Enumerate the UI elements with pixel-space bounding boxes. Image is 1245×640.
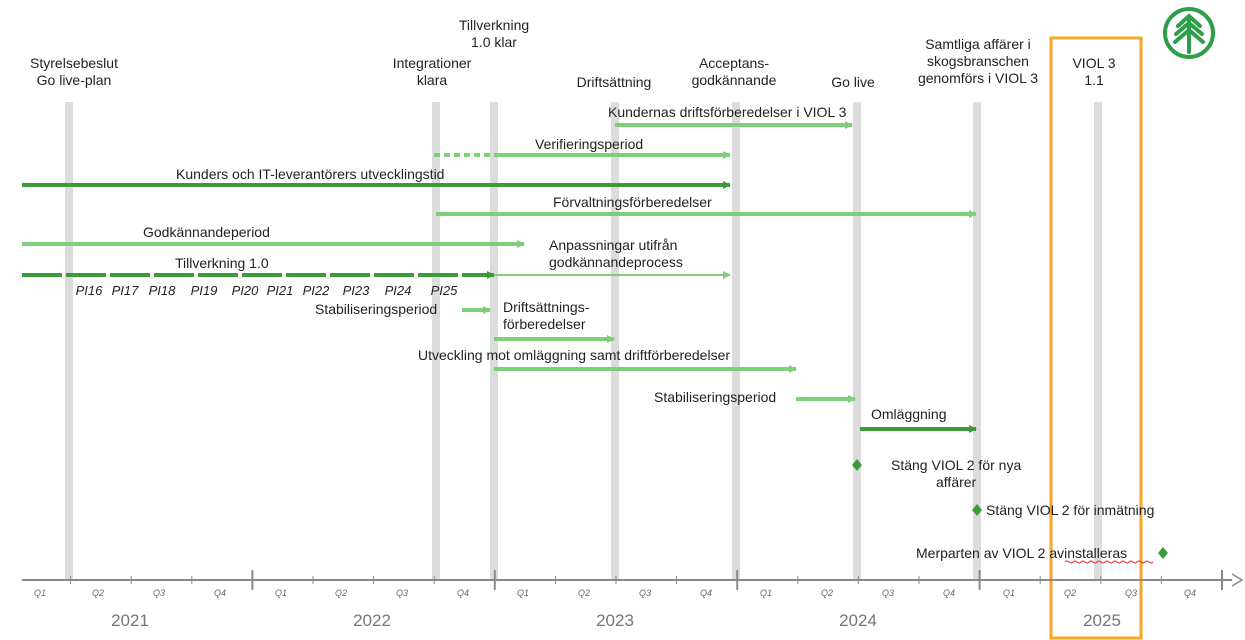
bar-label-stabilisering1: Stabiliseringsperiod xyxy=(315,301,438,317)
quarter-label: Q2 xyxy=(577,588,591,598)
quarter-label: Q1 xyxy=(33,588,47,598)
pi-label: PI17 xyxy=(111,283,139,298)
bar-label-stabilisering2: Stabiliseringsperiod xyxy=(654,389,777,405)
quarter-label: Q1 xyxy=(274,588,288,598)
bar-label-kundernas-driftsforberedelser: Kundernas driftsförberedelser i VIOL 3 xyxy=(608,104,847,120)
milestone-line-samtliga xyxy=(973,102,981,580)
bar-label-tillverkning10: Tillverkning 1.0 xyxy=(175,255,269,271)
quarter-label: Q2 xyxy=(820,588,834,598)
pi-label: PI18 xyxy=(148,283,176,298)
quarter-label: Q3 xyxy=(152,588,166,598)
tree-logo-icon xyxy=(1163,7,1215,59)
axis-arrowhead xyxy=(1231,573,1244,587)
event-label-stang-nya: Stäng VIOL 2 för nya affärer xyxy=(891,457,1022,490)
timeline-bars xyxy=(22,121,977,433)
year-label-2023: 2023 xyxy=(596,611,634,630)
quarter-label: Q3 xyxy=(395,588,409,598)
pi-label: PI23 xyxy=(342,283,370,298)
quarter-label: Q1 xyxy=(1002,588,1016,598)
year-label-2025: 2025 xyxy=(1083,611,1121,630)
pi-label: PI20 xyxy=(231,283,259,298)
bar-label-verifieringsperiod: Verifieringsperiod xyxy=(535,136,644,152)
quarter-label: Q4 xyxy=(699,588,713,598)
event-label-stang-inmatning: Stäng VIOL 2 för inmätning xyxy=(986,502,1155,518)
milestone-line-viol31 xyxy=(1094,102,1102,580)
year-label-2024: 2024 xyxy=(839,611,877,630)
pi-label: PI25 xyxy=(430,283,458,298)
diamond-stang-inmatning xyxy=(972,504,982,516)
axis-ticks xyxy=(70,570,1223,590)
quarter-label: Q3 xyxy=(1124,588,1138,598)
milestone-label-styrelsebeslut: Styrelsebeslut Go live-plan xyxy=(30,55,118,88)
year-label-2022: 2022 xyxy=(353,611,391,630)
bar-label-godkannandeperiod: Godkännandeperiod xyxy=(143,224,270,240)
quarter-label: Q4 xyxy=(942,588,956,598)
spellcheck-squiggle xyxy=(1064,560,1154,564)
pi-label: PI16 xyxy=(75,283,103,298)
year-label-2021: 2021 xyxy=(111,611,149,630)
bar-label-forvaltningsforberedelser: Förvaltningsförberedelser xyxy=(553,194,712,210)
pi-label: PI22 xyxy=(302,283,330,298)
milestone-line-integrationer xyxy=(432,102,440,580)
bar-label-utvecklingstid: Kunders och IT-leverantörers utvecklings… xyxy=(176,166,445,182)
milestone-line-styrelsebeslut xyxy=(65,102,73,580)
pi-label: PI19 xyxy=(190,283,218,298)
time-axis xyxy=(22,570,1244,590)
quarter-label: Q4 xyxy=(213,588,227,598)
milestone-label-driftsattning: Driftsättning xyxy=(576,74,652,90)
bar-label-anpassningar: Anpassningar utifrån godkännandeprocess xyxy=(549,237,683,270)
bar-label-omlaggning: Omläggning xyxy=(871,406,947,422)
milestone-label-viol31: VIOL 3 1.1 xyxy=(1072,55,1116,88)
quarter-label: Q2 xyxy=(1063,588,1077,598)
quarter-label: Q2 xyxy=(91,588,105,598)
quarter-label: Q3 xyxy=(638,588,652,598)
viol31-highlight-box xyxy=(1049,36,1143,640)
quarter-label: Q1 xyxy=(759,588,773,598)
quarter-label: Q1 xyxy=(516,588,530,598)
event-label-avinstalleras: Merparten av VIOL 2 avinstalleras xyxy=(916,545,1128,561)
milestone-line-acceptans xyxy=(732,102,740,580)
milestone-label-tillverkning: Tillverkning 1.0 klar xyxy=(458,17,530,50)
diamond-stang-nya xyxy=(852,459,862,471)
milestone-label-acceptans: Acceptans- godkännande xyxy=(691,55,777,88)
bar-label-utveckling-omlaggning: Utveckling mot omläggning samt driftförb… xyxy=(418,347,731,363)
milestone-label-integrationer: Integrationer klara xyxy=(392,55,472,88)
event-diamonds xyxy=(852,459,1168,559)
milestone-line-driftsattning xyxy=(611,102,619,580)
quarter-label: Q2 xyxy=(334,588,348,598)
pi-label: PI24 xyxy=(384,283,412,298)
milestone-line-golive xyxy=(853,102,861,580)
quarter-label: Q4 xyxy=(1183,588,1197,598)
diamond-avinstalleras xyxy=(1158,547,1168,559)
milestone-label-samtliga: Samtliga affärer i skogsbranschen genomf… xyxy=(917,36,1039,86)
quarter-label: Q4 xyxy=(456,588,470,598)
pi-label: PI21 xyxy=(266,283,294,298)
bar-label-driftsattningsforberedelser: Driftsättnings- förberedelser xyxy=(503,299,590,332)
milestone-label-golive: Go live xyxy=(831,74,875,90)
quarter-label: Q3 xyxy=(881,588,895,598)
